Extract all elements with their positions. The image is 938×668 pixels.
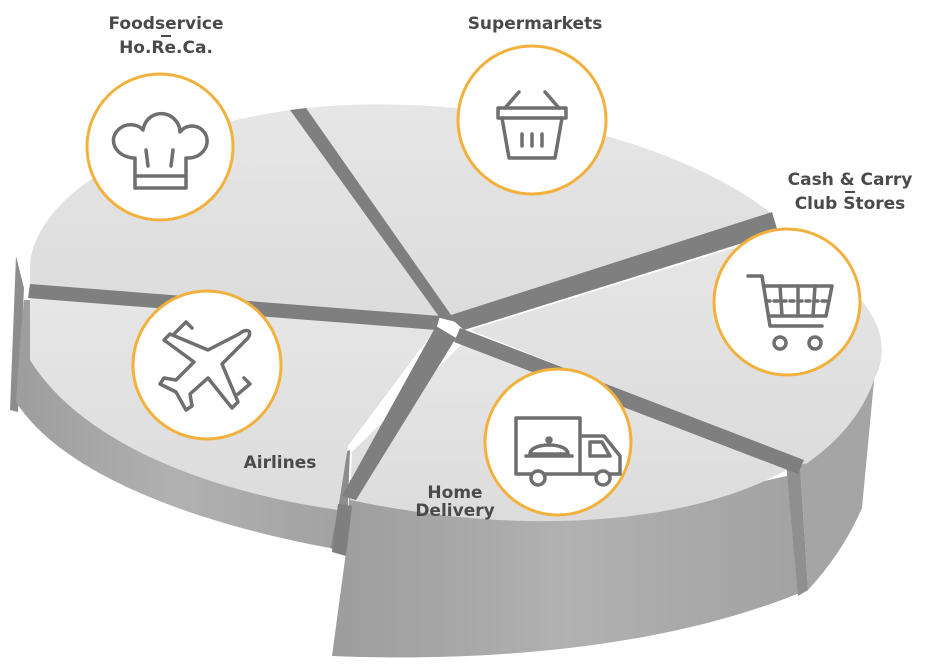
- label-home-delivery: Home Delivery: [400, 484, 510, 520]
- slice-gaps: [28, 108, 804, 556]
- label-separator: [91, 35, 241, 38]
- label-home-delivery-line2: Delivery: [415, 501, 495, 521]
- chef-hat-icon: [111, 111, 209, 190]
- cash-carry-icon-circle: [712, 227, 862, 377]
- label-cash-carry-line2: Club Stores: [794, 194, 906, 214]
- label-foodservice-line2: Ho.Re.Ca.: [119, 38, 213, 58]
- foodservice-side: [10, 256, 24, 412]
- supermarkets-slice: [306, 104, 772, 318]
- shopping-basket-icon: [496, 90, 568, 160]
- home-delivery-side: [332, 474, 802, 658]
- label-home-delivery-line1: Home: [427, 483, 483, 503]
- airplane-icon: [158, 320, 252, 412]
- cash-carry-side: [800, 360, 876, 590]
- airlines-icon-circle: [131, 289, 283, 441]
- label-foodservice-line1: Foodservice: [108, 14, 224, 34]
- label-airlines: Airlines: [225, 453, 335, 474]
- label-separator: [770, 191, 930, 194]
- foodservice-icon-circle: [85, 72, 235, 222]
- label-airlines-line1: Airlines: [243, 453, 317, 473]
- home-delivery-icon-circle: [483, 367, 633, 517]
- delivery-truck-icon: [514, 416, 622, 487]
- supermarkets-icon-circle: [456, 44, 608, 196]
- label-foodservice: Foodservice Ho.Re.Ca.: [91, 14, 241, 59]
- label-supermarkets-line1: Supermarkets: [467, 14, 603, 34]
- label-cash-carry-line1: Cash & Carry: [787, 170, 913, 190]
- shopping-cart-icon: [746, 274, 834, 351]
- label-supermarkets: Supermarkets: [450, 14, 620, 35]
- label-cash-carry: Cash & Carry Club Stores: [770, 170, 930, 215]
